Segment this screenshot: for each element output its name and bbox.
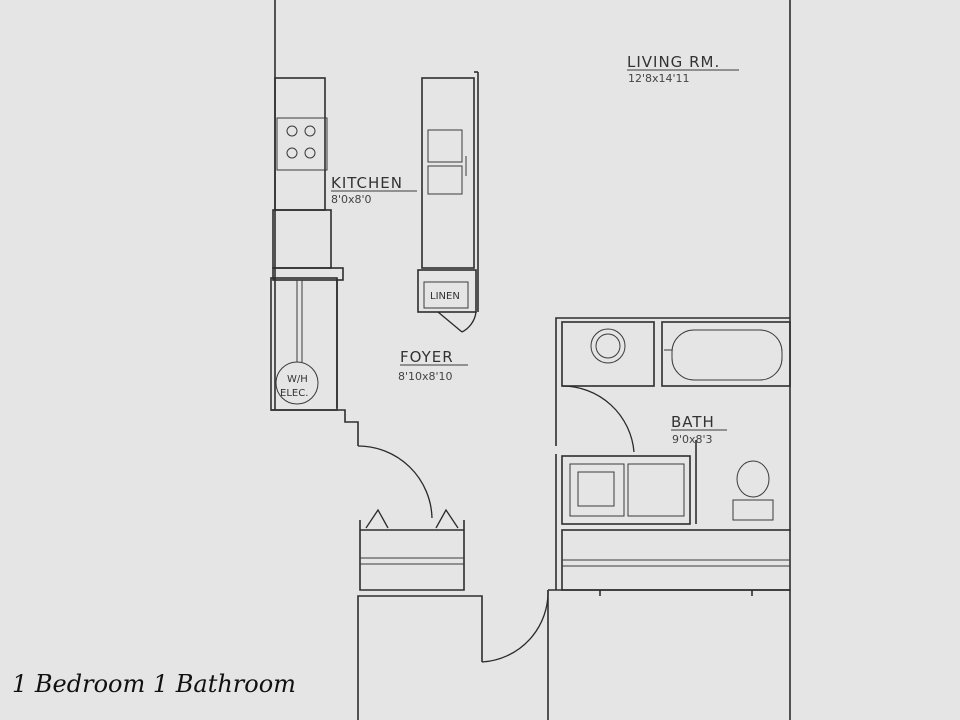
living-room-dims: 12'8x14'11 — [628, 72, 690, 85]
foyer-walls — [271, 409, 433, 519]
bath-label: BATH — [671, 413, 715, 431]
unit-caption: 1 Bedroom 1 Bathroom — [12, 670, 296, 698]
bedroom-walls — [357, 589, 790, 720]
exterior-walls — [274, 0, 791, 720]
linen-label: LINEN — [430, 291, 460, 302]
kitchen-label: KITCHEN — [331, 174, 403, 192]
kitchen-counter-right — [421, 71, 479, 312]
kitchen-dims: 8'0x8'0 — [331, 193, 372, 206]
water-heater-label-line1: W/H — [287, 374, 308, 385]
water-heater-label-line2: ELEC. — [280, 388, 308, 399]
bathroom — [555, 317, 791, 591]
kitchen-counter-left — [272, 77, 344, 281]
entry-closet — [359, 508, 465, 591]
foyer-dims: 8'10x8'10 — [398, 370, 453, 383]
foyer-label: FOYER — [400, 348, 454, 366]
bath-dims: 9'0x8'3 — [672, 433, 713, 446]
linen-closet — [417, 269, 477, 333]
living-room-label: LIVING RM. — [627, 53, 720, 71]
